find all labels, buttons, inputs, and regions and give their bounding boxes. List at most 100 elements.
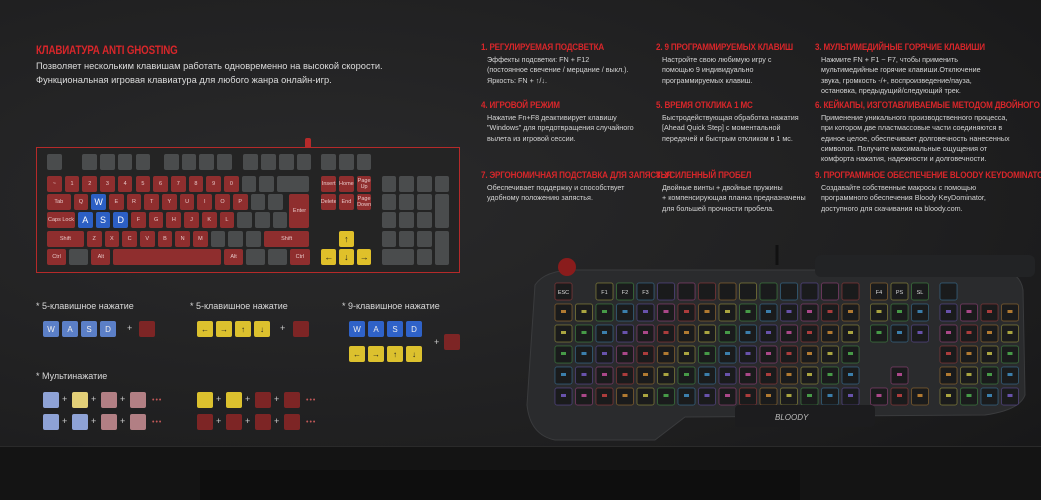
combo-key — [130, 392, 146, 408]
key — [381, 176, 397, 192]
plus-sign: + — [274, 394, 280, 404]
feature-description: Обеспечивает поддержку и способствует уд… — [487, 183, 625, 203]
photo-key — [595, 324, 614, 343]
key — [250, 194, 266, 210]
key-home: Home — [339, 176, 354, 192]
photo-key — [821, 345, 839, 364]
photo-key — [677, 387, 696, 406]
photo-key — [595, 303, 614, 322]
combo-key: A — [368, 321, 384, 337]
photo-key — [554, 324, 573, 343]
photo-key — [554, 366, 573, 385]
key — [381, 249, 414, 265]
photo-key — [554, 345, 573, 364]
photo-key — [759, 387, 778, 406]
photo-key — [1001, 303, 1019, 322]
combo-key: ↑ — [235, 321, 251, 337]
key-g: G — [148, 212, 164, 228]
photo-key — [800, 387, 819, 406]
photo-key — [980, 366, 999, 385]
key-alt: Alt — [91, 249, 111, 265]
key-caps-lock: Caps Lock — [47, 212, 75, 228]
key-a: A — [77, 212, 93, 228]
combo-key: → — [216, 321, 232, 337]
key-~: ~ — [47, 176, 62, 192]
photo-key — [698, 387, 716, 406]
photo-key — [759, 366, 778, 385]
photo-key — [821, 366, 839, 385]
key-u: U — [179, 194, 195, 210]
plus-sign: + — [62, 394, 68, 404]
photo-key — [780, 387, 798, 406]
photo-key — [677, 324, 696, 343]
photo-key — [821, 303, 839, 322]
key — [210, 231, 226, 247]
photo-key — [677, 303, 696, 322]
key-↓: ↓ — [339, 249, 354, 265]
photo-key — [870, 324, 888, 343]
photo-key — [718, 345, 737, 364]
key — [243, 154, 259, 170]
key-x: X — [104, 231, 120, 247]
key — [259, 176, 275, 192]
photo-key — [780, 324, 798, 343]
photo-key — [739, 366, 757, 385]
key — [434, 194, 450, 228]
photo-key — [616, 324, 634, 343]
photo-key — [554, 387, 573, 406]
combo-key: W — [43, 321, 59, 337]
photo-key — [939, 387, 958, 406]
photo-key — [939, 303, 958, 322]
feature-description: Применение уникального производственного… — [821, 113, 1010, 164]
photo-key — [800, 366, 819, 385]
combo-key — [197, 414, 213, 430]
photo-key — [841, 303, 860, 322]
photo-key — [718, 282, 737, 301]
key-end: End — [339, 194, 354, 210]
key — [416, 249, 432, 265]
key — [246, 249, 266, 265]
photo-keycap-label: ESC — [558, 290, 569, 296]
photo-key — [980, 303, 999, 322]
photo-key — [636, 324, 655, 343]
key — [278, 154, 294, 170]
key-5: 5 — [135, 176, 151, 192]
combo-key — [293, 321, 309, 337]
photo-key — [636, 345, 655, 364]
speaker-grille — [815, 255, 1035, 277]
key — [261, 154, 276, 170]
photo-key — [890, 324, 909, 343]
combo-key — [284, 414, 300, 430]
photo-key — [616, 303, 634, 322]
photo-key: F2 — [616, 282, 634, 301]
key-r: R — [126, 194, 142, 210]
photo-key — [841, 324, 860, 343]
photo-key — [960, 303, 978, 322]
key-k: K — [201, 212, 217, 228]
key — [69, 249, 89, 265]
photo-key — [800, 303, 819, 322]
photo-key — [657, 366, 675, 385]
combo-label: * Мультинажатие — [36, 371, 108, 381]
photo-key — [960, 345, 978, 364]
photo-key — [677, 282, 696, 301]
key — [228, 231, 244, 247]
photo-key — [1001, 324, 1019, 343]
key-shift: Shift — [263, 231, 310, 247]
anti-ghosting-title: КЛАВИАТУРА ANTI GHOSTING — [36, 45, 178, 57]
combo-key: D — [406, 321, 422, 337]
key-n: N — [175, 231, 190, 247]
key-alt: Alt — [224, 249, 244, 265]
key-enter: Enter — [289, 194, 310, 228]
ellipsis: ••• — [306, 397, 317, 404]
plus-sign: + — [91, 394, 97, 404]
key-1: 1 — [64, 176, 80, 192]
photo-key — [960, 366, 978, 385]
photo-key — [841, 345, 860, 364]
photo-key — [595, 345, 614, 364]
key — [434, 176, 450, 192]
key-i: I — [197, 194, 213, 210]
combo-label: * 5-клавишное нажатие — [190, 301, 288, 311]
photo-key — [939, 366, 958, 385]
photo-key — [739, 324, 757, 343]
